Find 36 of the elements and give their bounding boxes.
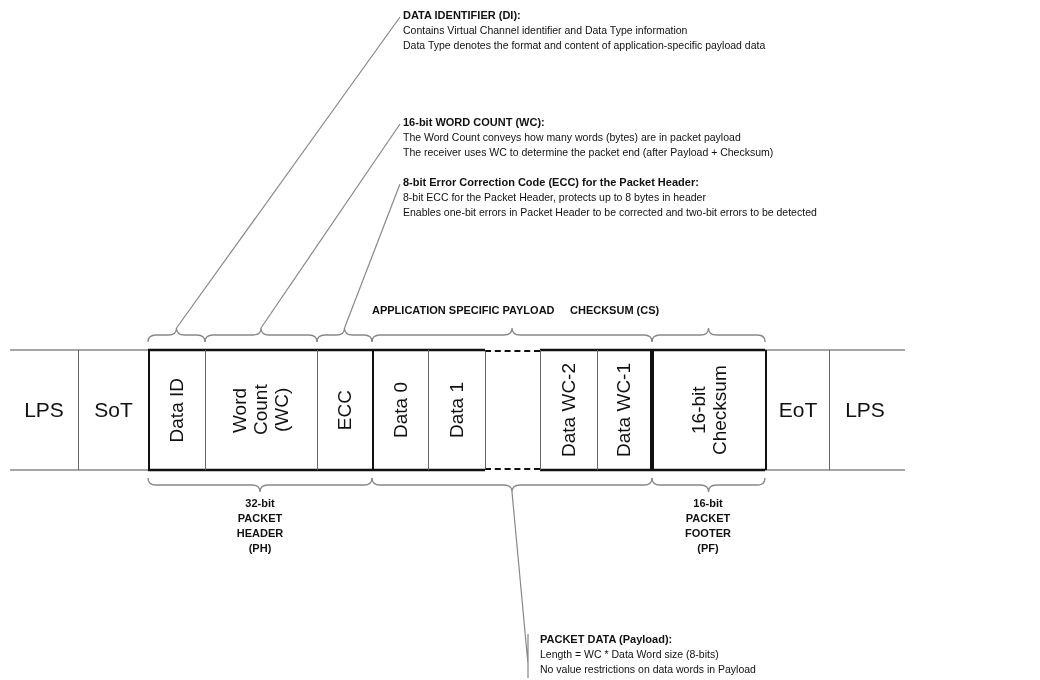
section-label: 32-bit PACKET HEADER (PH): [236, 496, 284, 556]
callout-heading: 16-bit WORD COUNT (WC):: [403, 115, 546, 130]
field-label: Data WC-2: [558, 363, 580, 457]
callout-heading: 8-bit Error Correction Code (ECC) for the Packet Header:: [403, 175, 700, 190]
curly-brace: [371, 477, 653, 493]
callout-text: Contains Virtual Channel identifier and Data Type information: [403, 23, 689, 38]
leader-line: [343, 183, 401, 329]
field-label: LPS: [24, 398, 64, 422]
callout-text: Length = WC * Data Word size (8-bits): [540, 647, 720, 662]
callout-text: Data Type denotes the format and content of application-specific payload data: [403, 38, 766, 53]
callout-text: 8-bit ECC for the Packet Header, protects up to 8 bytes in header: [403, 190, 707, 205]
callout-text: Enables one-bit errors in Packet Header to be corrected and two-bit errors to be detected: [403, 205, 817, 220]
empty-field: [485, 350, 540, 470]
field-label: Data 1: [446, 382, 468, 438]
leader-line: [175, 16, 401, 329]
packet-field: [765, 350, 830, 470]
section-heading: APPLICATION SPECIFIC PAYLOAD: [372, 304, 555, 316]
callout-text: The receiver uses WC to determine the packet end (after Payload + Checksum): [403, 145, 774, 160]
field-label: EoT: [778, 398, 818, 422]
field-label: SoT: [94, 398, 133, 422]
leader-line: [511, 491, 529, 679]
field-label: 16-bit Checksum: [688, 365, 731, 455]
field-label: ECC: [334, 389, 356, 431]
callout-text: No value restrictions on data words in Payload: [540, 662, 756, 677]
section-heading: CHECKSUM (CS): [570, 304, 660, 316]
callout-heading: DATA IDENTIFIER (DI):: [403, 8, 522, 23]
callout-heading: PACKET DATA (Payload):: [540, 632, 674, 647]
packet-field: [597, 350, 652, 470]
leader-line: [260, 123, 401, 329]
field-label: Word Count (WC): [230, 383, 293, 438]
field-label: Data 0: [390, 382, 412, 438]
callout-text: The Word Count conveys how many words (bytes) are in packet payload: [403, 130, 742, 145]
field-label: LPS: [845, 398, 885, 422]
section-label: 16-bit PACKET FOOTER (PF): [685, 496, 731, 556]
field-label: Data ID: [167, 377, 188, 443]
field-label: Data WC-1: [613, 363, 635, 457]
